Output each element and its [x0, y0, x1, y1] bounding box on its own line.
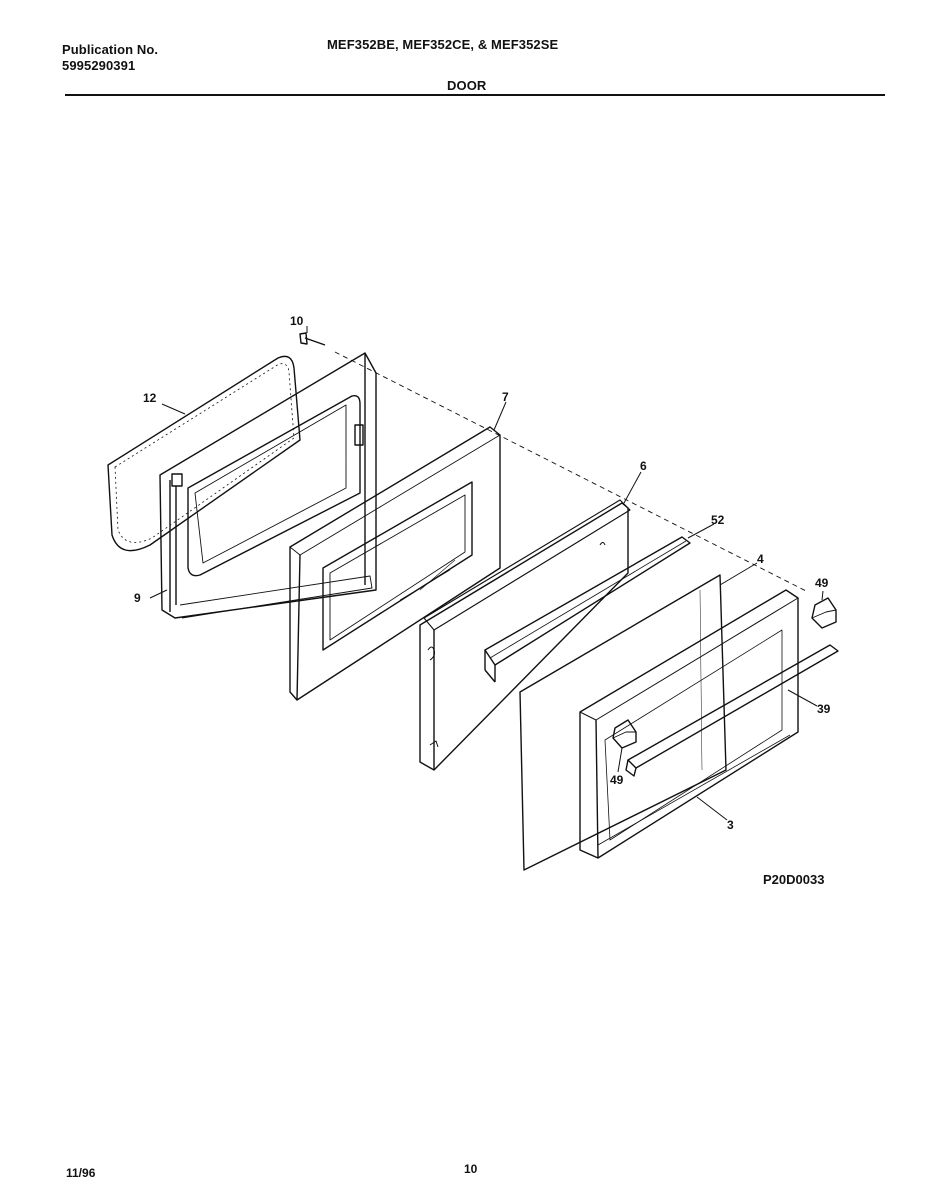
- callout-7: 7: [502, 390, 509, 404]
- header-rule: [65, 94, 885, 96]
- page-number: 10: [464, 1162, 478, 1176]
- assembly-axis-line: [334, 351, 809, 593]
- handle-bracket-bottom: [612, 719, 637, 749]
- callout-10: 10: [290, 314, 304, 328]
- callout-6: 6: [640, 459, 647, 473]
- diagram-code: P20D0033: [763, 872, 825, 887]
- callout-49-top: 49: [815, 576, 829, 590]
- callout-leaders: [149, 326, 824, 821]
- screw: [299, 332, 326, 346]
- door-handle: [625, 644, 839, 777]
- callout-9: 9: [134, 591, 141, 605]
- inner-door-liner: [159, 352, 377, 619]
- footer-date: 11/96: [66, 1166, 96, 1180]
- callout-3: 3: [727, 818, 734, 832]
- callout-12: 12: [143, 391, 157, 405]
- door-baffle: [289, 426, 501, 701]
- model-numbers: MEF352BE, MEF352CE, & MEF352SE: [327, 37, 559, 52]
- section-title: DOOR: [447, 78, 487, 93]
- publication-number: 5995290391: [62, 58, 136, 73]
- door-gasket: [107, 355, 301, 552]
- handle-bracket-top: [811, 597, 837, 629]
- trim-strip: [484, 536, 691, 683]
- callout-52: 52: [711, 513, 725, 527]
- callout-49-bottom: 49: [610, 773, 624, 787]
- outer-door-frame: [579, 589, 799, 859]
- callout-39: 39: [817, 702, 831, 716]
- door-panel: [419, 499, 631, 771]
- publication-label: Publication No.: [62, 42, 159, 57]
- callout-4: 4: [757, 552, 764, 566]
